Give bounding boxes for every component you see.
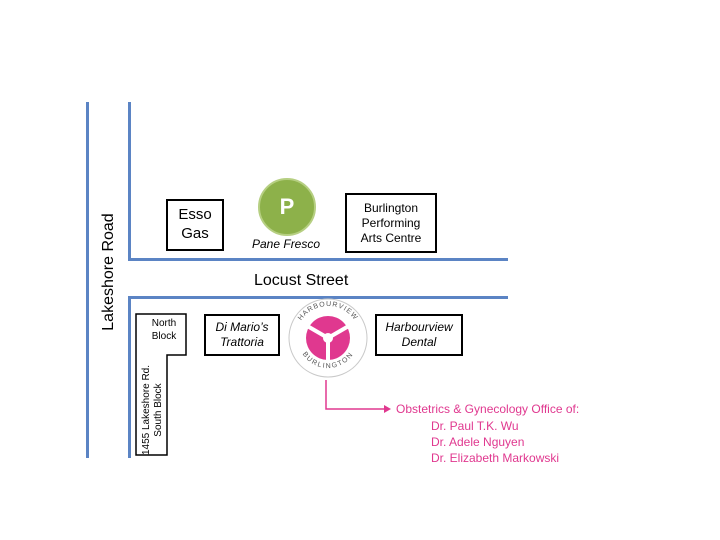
dental-line2: Dental bbox=[401, 335, 437, 349]
lakeshore-road-line-right bbox=[128, 102, 131, 260]
bpac-line1: Burlington bbox=[363, 200, 419, 215]
esso-label-line2: Gas bbox=[181, 225, 209, 242]
performing-arts-centre-building: Burlington Performing Arts Centre bbox=[345, 193, 437, 253]
locust-street-label: Locust Street bbox=[254, 272, 349, 289]
lakeshore-road-line-right-lower bbox=[128, 296, 131, 458]
di-marios-line1: Di Mario’s bbox=[215, 320, 269, 334]
harbourview-dental-building: Harbourview Dental bbox=[375, 314, 463, 356]
di-marios-line2: Trattoria bbox=[220, 335, 264, 349]
locust-street-line-bottom bbox=[128, 296, 508, 299]
north-block-line2: Block bbox=[151, 331, 177, 342]
doctor-list: Dr. Paul T.K. Wu Dr. Adele Nguyen Dr. El… bbox=[431, 418, 559, 467]
doctor-nguyen: Dr. Adele Nguyen bbox=[431, 435, 525, 450]
south-block-label: 1455 Lakeshore Rd. South Block bbox=[141, 365, 165, 455]
doctor-wu: Dr. Paul T.K. Wu bbox=[431, 419, 519, 433]
pane-fresco-label: Pane Fresco bbox=[252, 237, 321, 251]
office-heading: Obstetrics & Gynecology Office of: bbox=[396, 402, 580, 416]
esso-label-line1: Esso bbox=[178, 206, 212, 224]
di-marios-trattoria-building: Di Mario’s Trattoria bbox=[204, 314, 280, 356]
esso-gas-building: Esso Gas bbox=[166, 199, 224, 251]
bpac-line3: Arts Centre bbox=[360, 230, 422, 245]
north-block-line1: North bbox=[151, 318, 177, 329]
south-block-line2: South Block bbox=[153, 383, 164, 437]
bpac-line2: Performing bbox=[361, 215, 421, 230]
harbourview-logo: HARBOURVIEW BURLINGTON bbox=[288, 298, 368, 378]
parking-letter: P bbox=[279, 194, 295, 219]
north-block-label: North Block bbox=[142, 317, 186, 343]
parking-icon: P bbox=[258, 178, 316, 236]
dental-line1: Harbourview bbox=[385, 320, 453, 334]
south-block-line1: 1455 Lakeshore Rd. bbox=[141, 364, 152, 456]
lakeshore-road-label: Lakeshore Road bbox=[100, 213, 117, 331]
locust-street-line-top bbox=[128, 258, 508, 261]
lakeshore-road-line-left bbox=[86, 102, 89, 458]
doctor-markowski: Dr. Elizabeth Markowski bbox=[431, 451, 560, 466]
